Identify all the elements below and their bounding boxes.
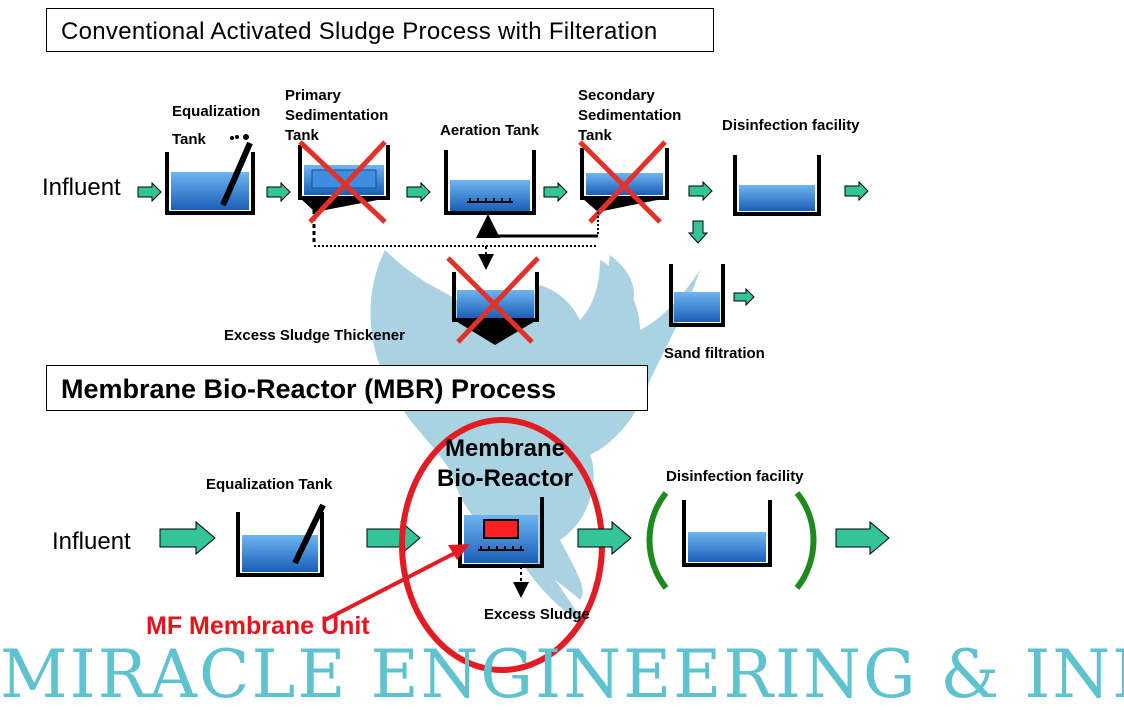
conventional-influent-label: Influent — [42, 174, 121, 201]
membrane-bioreactor-label-line2: Bio-Reactor — [436, 465, 574, 492]
excess-sludge-label: Excess Sludge — [484, 606, 590, 623]
primary-label-line1: Primary — [285, 87, 341, 104]
flow-arrow-icon — [366, 520, 421, 556]
flow-arrow-icon — [159, 520, 216, 556]
membrane-bioreactor-label: Membrane Bio-Reactor — [430, 434, 580, 494]
primary-label-line2: Sedimentation — [285, 107, 389, 124]
right-parenthesis-icon — [794, 491, 817, 590]
mbr-equalization-tank-icon — [236, 503, 326, 577]
primary-label-line3: Tank — [285, 127, 319, 144]
flow-arrow-icon — [406, 181, 431, 203]
cross-out-mark-icon — [578, 140, 667, 224]
secondary-label-line1: Secondary — [578, 87, 655, 104]
sand-filtration-label: Sand filtration — [664, 345, 765, 362]
membrane-bioreactor-label-line1: Membrane — [444, 435, 566, 462]
flow-arrow-icon — [844, 180, 869, 202]
cross-out-mark-icon — [298, 140, 387, 224]
flow-arrow-icon — [688, 180, 713, 202]
aeration-tank-icon — [444, 150, 536, 215]
mf-unit-pointer-arrow-icon — [324, 544, 470, 622]
conventional-process-title: Conventional Activated Sludge Process wi… — [46, 8, 714, 52]
thickener-label: Excess Sludge Thickener — [224, 327, 405, 344]
mbr-equalization-label: Equalization Tank — [206, 476, 333, 493]
cross-out-mark-icon — [446, 256, 540, 344]
flow-arrow-icon — [835, 520, 890, 556]
equalization-label-line2: Tank — [172, 131, 206, 148]
flow-arrow-icon — [577, 520, 632, 556]
flow-arrow-icon — [733, 287, 755, 307]
left-parenthesis-icon — [646, 491, 669, 590]
sludge-return-line — [314, 212, 599, 270]
mf-membrane-unit-label: MF Membrane Unit — [146, 612, 370, 640]
aeration-label: Aeration Tank — [440, 122, 539, 139]
primary-sedimentation-tank-icon — [298, 145, 390, 244]
flow-arrow-icon — [266, 181, 291, 203]
sand-filtration-tank-icon — [669, 264, 725, 327]
flow-arrow-icon — [543, 181, 568, 203]
disinfection-tank-icon — [733, 155, 821, 216]
equalization-label-line1: Equalization — [172, 103, 261, 120]
company-watermark-text: MIRACLE ENGINEERING & INFRASTRUCTURE — [0, 640, 1124, 710]
mbr-process-title: Membrane Bio-Reactor (MBR) Process — [46, 365, 648, 411]
mbr-disinfection-tank-icon — [682, 500, 772, 567]
mbr-influent-label: Influent — [52, 528, 131, 555]
flow-arrow-icon — [137, 181, 162, 203]
disinfection-label: Disinfection facility — [722, 117, 860, 134]
membrane-bioreactor-tank-icon — [458, 497, 544, 598]
equalization-tank-icon — [165, 134, 255, 215]
mbr-disinfection-label: Disinfection facility — [666, 468, 804, 485]
flow-arrow-down-icon — [687, 220, 709, 244]
secondary-label-line2: Sedimentation — [578, 107, 682, 124]
secondary-label-line3: Tank — [578, 127, 612, 144]
